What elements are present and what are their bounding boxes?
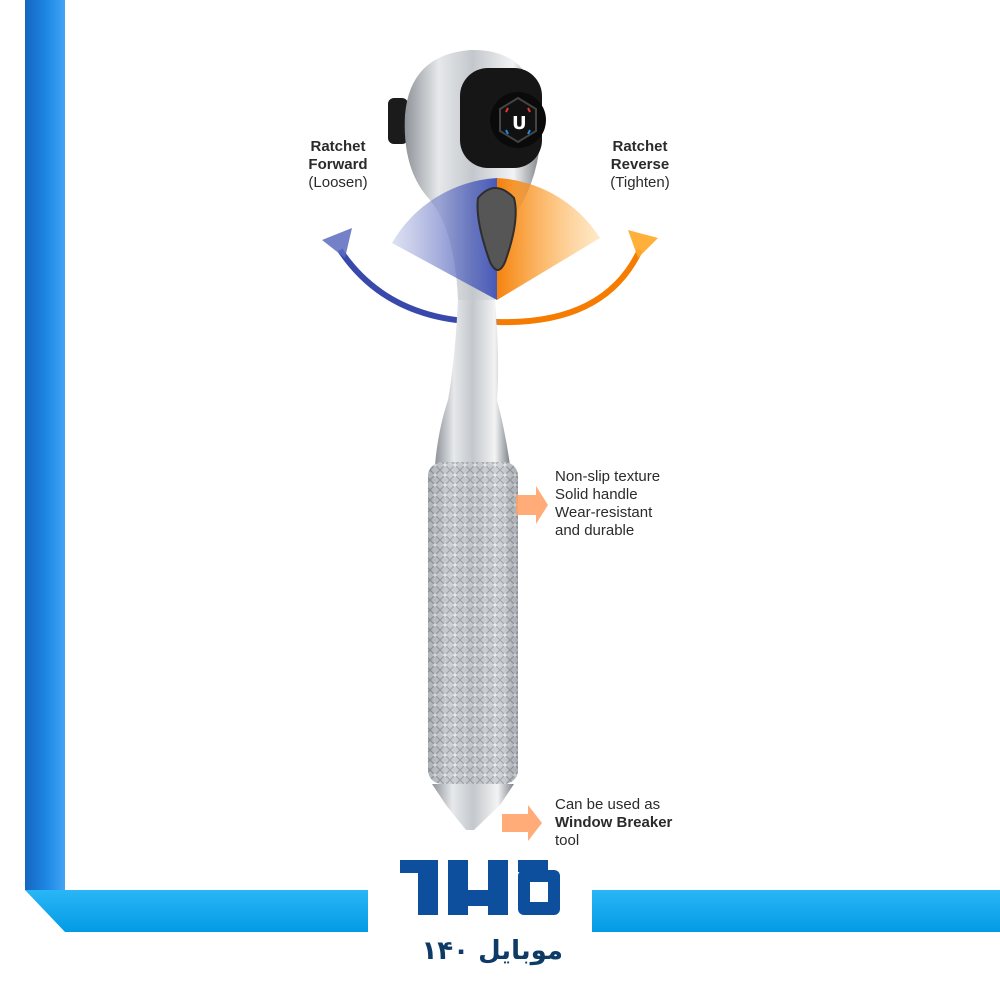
window-breaker-tip <box>432 784 514 830</box>
forward-title-2: Forward <box>308 156 368 173</box>
logo-brand-text: موبایل ۱۴۰ <box>421 936 563 966</box>
forward-subtitle: (Loosen) <box>308 174 368 191</box>
breaker-line-2: Window Breaker <box>555 814 673 831</box>
forward-sweep-fan <box>392 178 497 300</box>
magnet-u-icon: U <box>512 113 527 134</box>
grip-line-1: Non-slip texture <box>555 468 661 485</box>
pawl-lever <box>476 187 517 271</box>
breaker-line-3: tool <box>555 832 580 849</box>
side-switch <box>388 98 408 144</box>
forward-arrow-head <box>322 228 352 258</box>
grip-line-2: Solid handle <box>555 486 638 503</box>
forward-title-1: Ratchet <box>310 138 366 155</box>
reverse-title-2: Reverse <box>610 156 670 173</box>
grip-line-3: Wear-resistant <box>555 504 653 521</box>
grip-line-4: and durable <box>555 522 635 539</box>
reverse-subtitle: (Tighten) <box>610 174 670 191</box>
reverse-label: Ratchet Reverse (Tighten) <box>600 138 680 192</box>
breaker-callout-arrow <box>502 805 542 841</box>
breaker-callout: Can be used as Window Breaker tool <box>555 796 672 850</box>
logo-mark <box>400 860 560 915</box>
grip-callout-arrow <box>516 486 548 524</box>
breaker-line-1: Can be used as <box>555 796 661 813</box>
reverse-arrow-head <box>628 230 658 258</box>
reverse-title-1: Ratchet <box>612 138 668 155</box>
reverse-sweep-fan <box>497 178 600 300</box>
grip-callout: Non-slip texture Solid handle Wear-resis… <box>555 468 660 540</box>
frame-bottom-left-bar <box>25 890 368 932</box>
frame-left-bar <box>25 0 65 890</box>
ratchet-neck <box>435 300 510 465</box>
reverse-arc-arrow <box>496 248 643 326</box>
forward-label: Ratchet Forward (Loosen) <box>298 138 378 192</box>
frame-bottom-right-bar <box>592 890 1000 932</box>
